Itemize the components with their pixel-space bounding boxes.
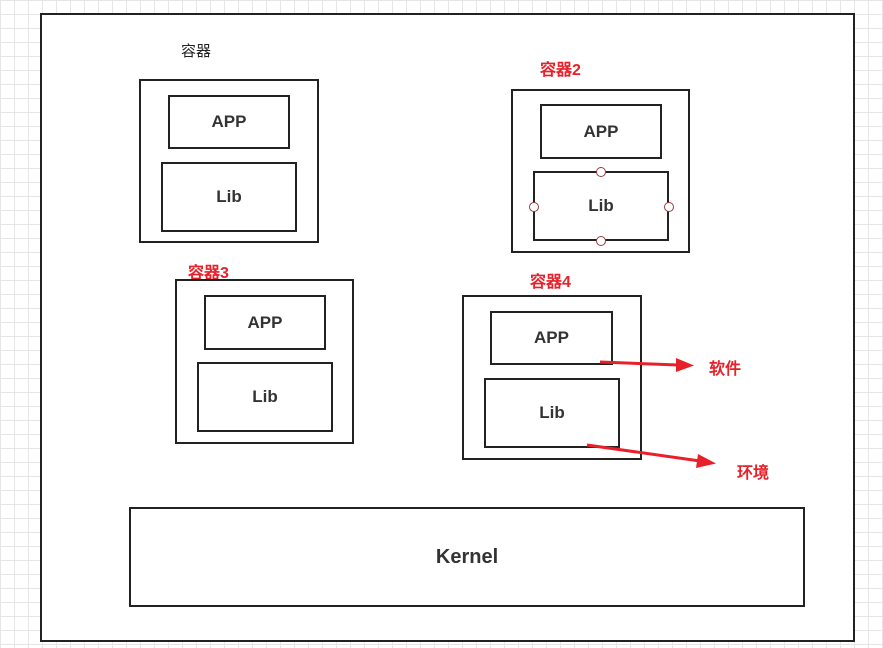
container-3-title: 容器3 (188, 265, 229, 282)
container-3-lib: Lib (197, 362, 333, 432)
container-3-app: APP (204, 295, 326, 350)
resize-handle-top[interactable] (596, 167, 606, 177)
resize-handle-bottom[interactable] (596, 236, 606, 246)
resize-handle-right[interactable] (664, 202, 674, 212)
container-1-app: APP (168, 95, 290, 149)
container-1-title: 容器 (181, 43, 212, 60)
resize-handle-left[interactable] (529, 202, 539, 212)
container-2-app: APP (540, 104, 662, 159)
environment-label: 环境 (737, 465, 770, 482)
kernel-box: Kernel (129, 507, 805, 607)
container-4-title: 容器4 (530, 274, 571, 291)
container-4-app: APP (490, 311, 613, 365)
container-2-title: 容器2 (540, 62, 581, 79)
container-2-lib[interactable]: Lib (533, 171, 669, 241)
container-1-lib: Lib (161, 162, 297, 232)
container-4-lib: Lib (484, 378, 620, 448)
software-label: 软件 (709, 361, 742, 378)
